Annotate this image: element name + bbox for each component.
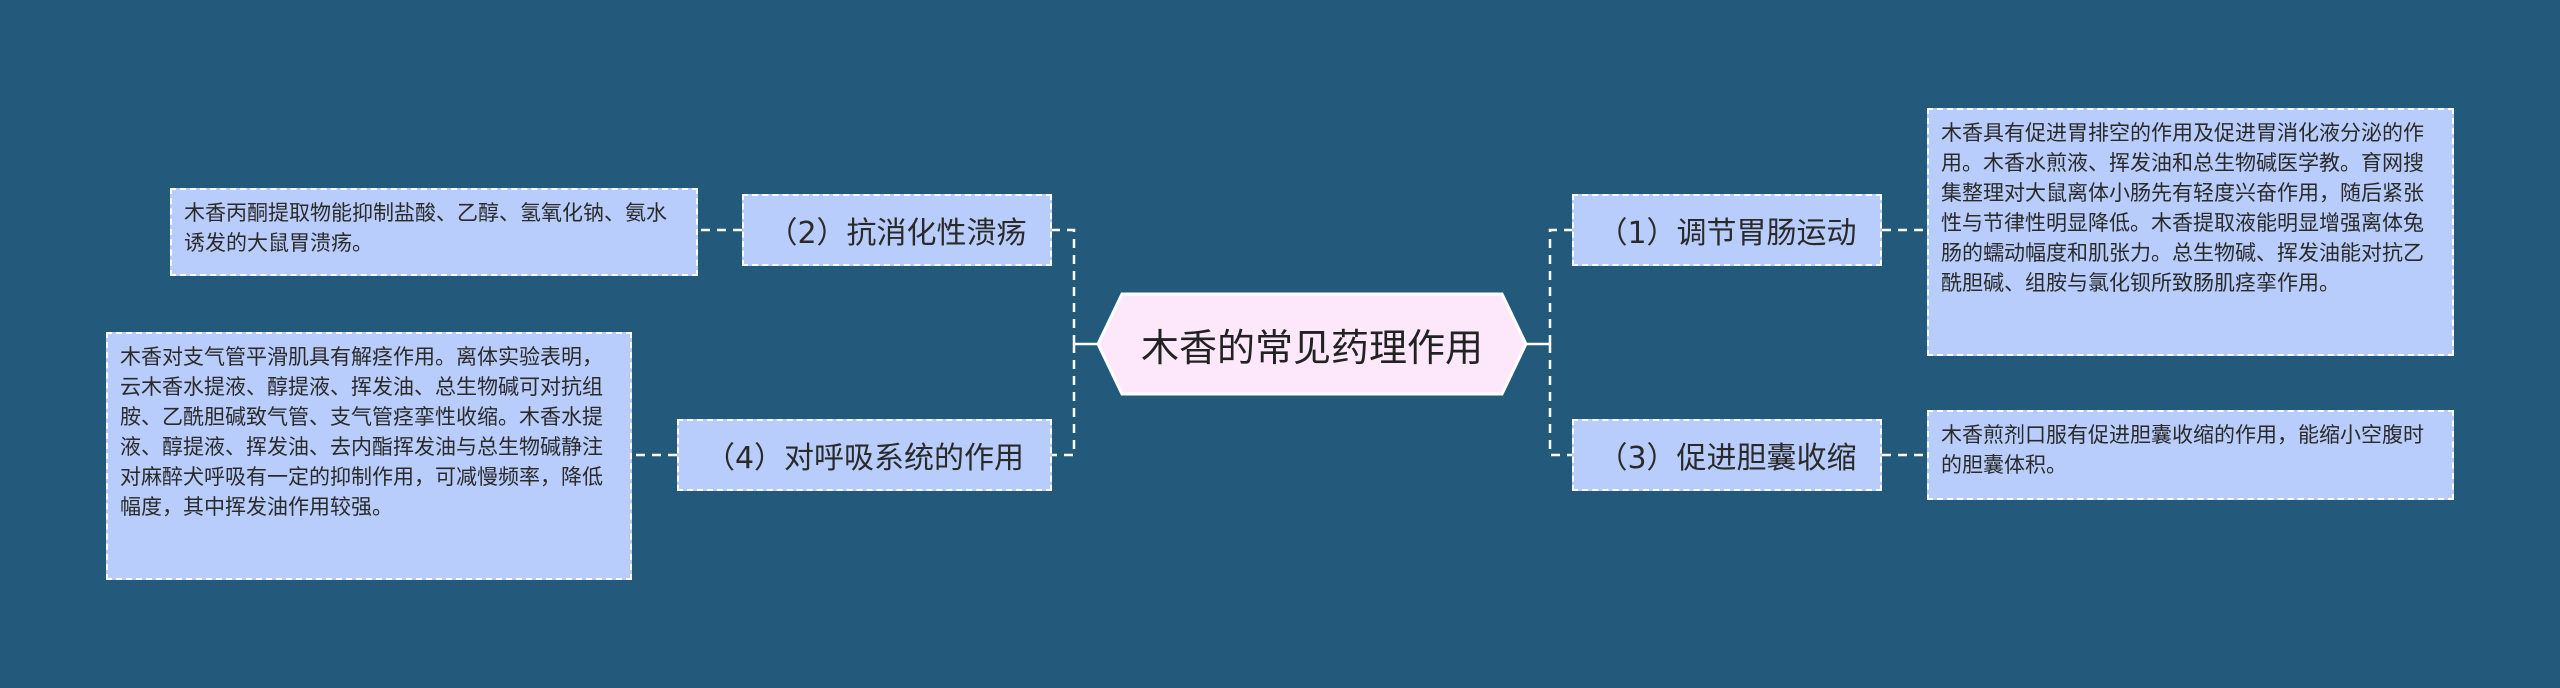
branch-label: （3）促进胆囊收缩	[1597, 441, 1857, 476]
central-topic-shape	[1096, 292, 1528, 396]
branch-label: （1）调节胃肠运动	[1597, 216, 1857, 251]
branch-node-gallbladder-contraction[interactable]: （3）促进胆囊收缩	[1572, 419, 1882, 491]
branch-node-anti-ulcer[interactable]: （2）抗消化性溃疡	[742, 194, 1052, 266]
detail-node-anti-ulcer[interactable]: 木香丙酮提取物能抑制盐酸、乙醇、氢氧化钠、氨水诱发的大鼠胃溃疡。	[170, 188, 698, 276]
connector-center-to-branch-2	[1052, 228, 1076, 344]
detail-text: 木香丙酮提取物能抑制盐酸、乙醇、氢氧化钠、氨水诱发的大鼠胃溃疡。	[184, 201, 667, 255]
detail-node-respiratory-system[interactable]: 木香对支气管平滑肌具有解痉作用。离体实验表明，云木香水提液、醇提液、挥发油、总生…	[106, 332, 632, 580]
connector-center-to-branch-1	[1548, 228, 1572, 344]
connector-center-to-branch-4	[1052, 344, 1076, 457]
detail-text: 木香煎剂口服有促进胆囊收缩的作用，能缩小空腹时的胆囊体积。	[1941, 423, 2424, 477]
branch-node-gastrointestinal-motility[interactable]: （1）调节胃肠运动	[1572, 194, 1882, 266]
central-topic[interactable]: 木香的常见药理作用	[1096, 292, 1528, 396]
branch-label: （4）对呼吸系统的作用	[704, 441, 1025, 476]
detail-node-gallbladder-contraction[interactable]: 木香煎剂口服有促进胆囊收缩的作用，能缩小空腹时的胆囊体积。	[1927, 410, 2454, 500]
detail-node-gastrointestinal-motility[interactable]: 木香具有促进胃排空的作用及促进胃消化液分泌的作用。木香水煎液、挥发油和总生物碱医…	[1927, 108, 2454, 356]
branch-label: （2）抗消化性溃疡	[767, 216, 1027, 251]
branch-node-respiratory-system[interactable]: （4）对呼吸系统的作用	[677, 419, 1052, 491]
central-topic-title: 木香的常见药理作用	[1140, 325, 1483, 370]
detail-text: 木香具有促进胃排空的作用及促进胃消化液分泌的作用。木香水煎液、挥发油和总生物碱医…	[1941, 121, 2424, 295]
connector-center-to-branch-3	[1548, 344, 1572, 457]
detail-text: 木香对支气管平滑肌具有解痉作用。离体实验表明，云木香水提液、醇提液、挥发油、总生…	[120, 345, 603, 519]
